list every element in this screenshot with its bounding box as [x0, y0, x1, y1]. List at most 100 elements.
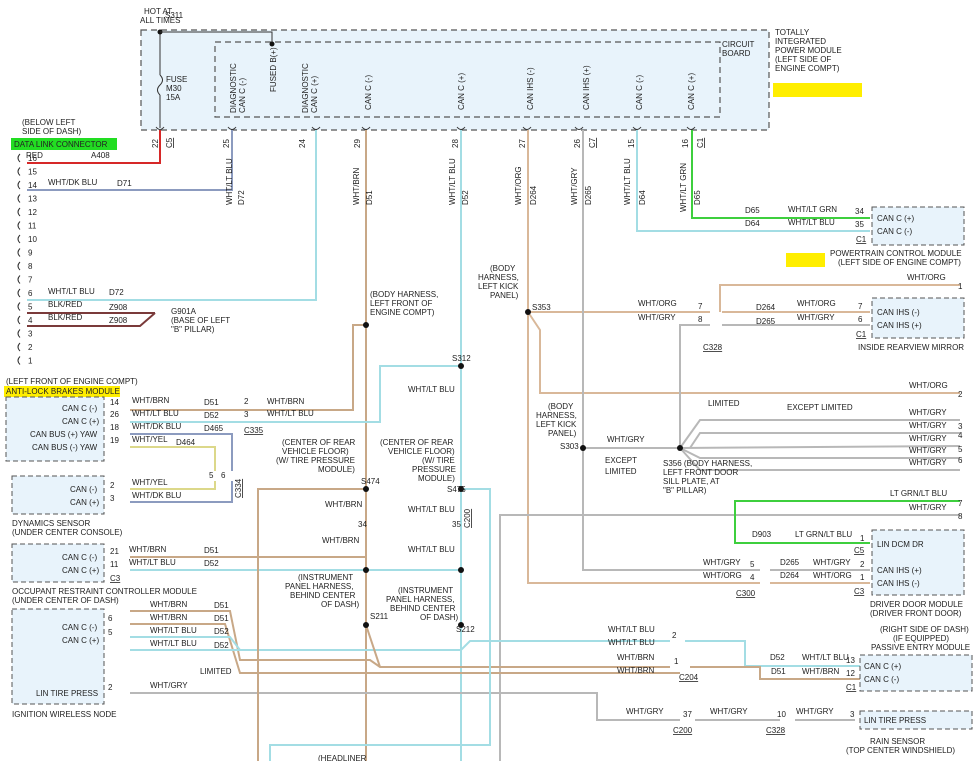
svg-text:CAN BUS (-) YAW: CAN BUS (-) YAW	[32, 443, 98, 452]
svg-text:2: 2	[860, 560, 865, 569]
wire-label: A408	[91, 151, 110, 160]
wire-label: WHT/GRY	[626, 707, 664, 716]
dlc-name: DATA LINK CONNECTOR	[14, 140, 108, 149]
wire-label: WHT/GRY	[796, 707, 834, 716]
wire-label: WHT/BRN	[325, 500, 363, 509]
abs-location: (LEFT FRONT OF ENGINE COMPT)	[6, 377, 138, 386]
svg-text:CAN C (-): CAN C (-)	[364, 75, 373, 110]
wire-label: EXCEPT LIMITED	[787, 403, 853, 412]
svg-text:3: 3	[244, 410, 249, 419]
abs-name: ANTI-LOCK BRAKES MODULE	[6, 387, 120, 396]
svg-text:CAN C (-): CAN C (-)	[62, 404, 97, 413]
svg-text:27: 27	[518, 139, 527, 148]
wire-label: S212	[456, 625, 475, 634]
vertical-wire-label: D264	[529, 185, 538, 205]
svg-text:DRIVER DOOR MODULE(DRIVER FRON: DRIVER DOOR MODULE(DRIVER FRONT DOOR)	[870, 600, 963, 618]
wire-label: WHT/GRY	[150, 681, 188, 690]
wire-label: WHT/ORG	[907, 273, 946, 282]
svg-text:RAIN SENSOR(TOP CENTER WINDSHI: RAIN SENSOR(TOP CENTER WINDSHIELD)	[846, 737, 955, 755]
wire-label: WHT/LT BLU	[802, 653, 849, 662]
wire-label: WHT/LT BLU	[267, 409, 314, 418]
svg-text:34: 34	[855, 207, 864, 216]
wire-d264	[527, 130, 710, 313]
vertical-wire-label: WHT/LT BLU	[448, 158, 457, 205]
wire-label: D264	[756, 303, 776, 312]
svg-text:C7: C7	[588, 137, 597, 148]
svg-text:CAN IHS (+): CAN IHS (+)	[877, 566, 922, 575]
svg-text:7: 7	[698, 302, 703, 311]
wire-label: WHT/GRY	[909, 503, 947, 512]
wire-d265	[582, 130, 710, 449]
dlc-pin: 10	[28, 235, 37, 244]
svg-text:25: 25	[222, 139, 231, 148]
svg-text:6: 6	[858, 315, 863, 324]
wire-label: D51	[214, 614, 229, 623]
svg-text:CAN (+): CAN (+)	[70, 498, 99, 507]
wire-label: WHT/LT GRN	[788, 205, 837, 214]
wire-label: D264	[780, 571, 800, 580]
wire-label: RED	[26, 151, 43, 160]
wire-label: S211	[370, 612, 389, 621]
abs-module: (LEFT FRONT OF ENGINE COMPT) ANTI-LOCK B…	[4, 377, 264, 462]
tipm-pin-labels: DIAGNOSTICCAN C (-) DIAGNOSTICCAN C (+) …	[229, 63, 696, 113]
wire-label: WHT/BRN	[150, 613, 188, 622]
svg-text:37: 37	[683, 710, 692, 719]
wire-label: D52	[214, 641, 229, 650]
svg-text:C335: C335	[244, 426, 264, 435]
wire-label: WHT/GRY	[710, 707, 748, 716]
ignition-wireless-node: CAN C (-)CAN C (+) LIN TIRE PRESS 652 IG…	[11, 608, 116, 719]
svg-text:5: 5	[108, 628, 113, 637]
svg-text:CAN C (-): CAN C (-)	[877, 227, 912, 236]
svg-text:C204: C204	[679, 673, 699, 682]
wire-label: WHT/LT BLU	[608, 638, 655, 647]
wire-label: WHT/ORG	[638, 299, 677, 308]
svg-text:22: 22	[151, 139, 160, 148]
svg-text:C1: C1	[846, 683, 857, 692]
tipm-fusedb-label: FUSED B(+)	[269, 47, 278, 92]
wire-label: WHT/LT BLU	[150, 639, 197, 648]
svg-text:15: 15	[627, 139, 636, 148]
wire-label: WHT/YEL	[132, 478, 168, 487]
svg-text:C334: C334	[234, 478, 243, 498]
svg-text:CAN C (+): CAN C (+)	[457, 73, 466, 110]
vertical-wire-label: WHT/LT BLU	[225, 158, 234, 205]
svg-text:2: 2	[108, 683, 113, 692]
svg-text:C5: C5	[165, 137, 174, 148]
wire-label: Z908	[109, 303, 128, 312]
svg-text:29: 29	[353, 139, 362, 148]
wire-label: S475	[447, 485, 466, 494]
dlc-pin: 15	[28, 168, 37, 177]
tipm-highlight	[773, 83, 862, 97]
wire-label: WHT/GRY	[909, 458, 947, 467]
svg-text:5: 5	[209, 471, 214, 480]
svg-text:C1: C1	[856, 330, 867, 339]
svg-text:10: 10	[777, 710, 786, 719]
wire-label: LIMITED	[200, 667, 232, 676]
wire-label: WHT/BRN	[150, 600, 188, 609]
wire-label: D51	[214, 601, 229, 610]
svg-text:28: 28	[451, 139, 460, 148]
svg-text:CAN (-): CAN (-)	[70, 485, 97, 494]
svg-text:1: 1	[674, 657, 679, 666]
svg-text:CAN IHS (+): CAN IHS (+)	[582, 65, 591, 110]
dlc-pin: 12	[28, 208, 37, 217]
wire-label: D51	[204, 398, 219, 407]
splice-dots	[363, 309, 683, 628]
wire-label: EXCEPT	[605, 456, 637, 465]
wire-label: S311	[165, 11, 184, 20]
svg-text:5: 5	[958, 445, 963, 454]
wire-label: BLK/RED	[48, 313, 82, 322]
wire-label: WHT/LT BLU	[48, 287, 95, 296]
wire-d51	[130, 130, 367, 411]
wire-label: WHT/GRY	[607, 435, 645, 444]
svg-text:12: 12	[846, 669, 855, 678]
